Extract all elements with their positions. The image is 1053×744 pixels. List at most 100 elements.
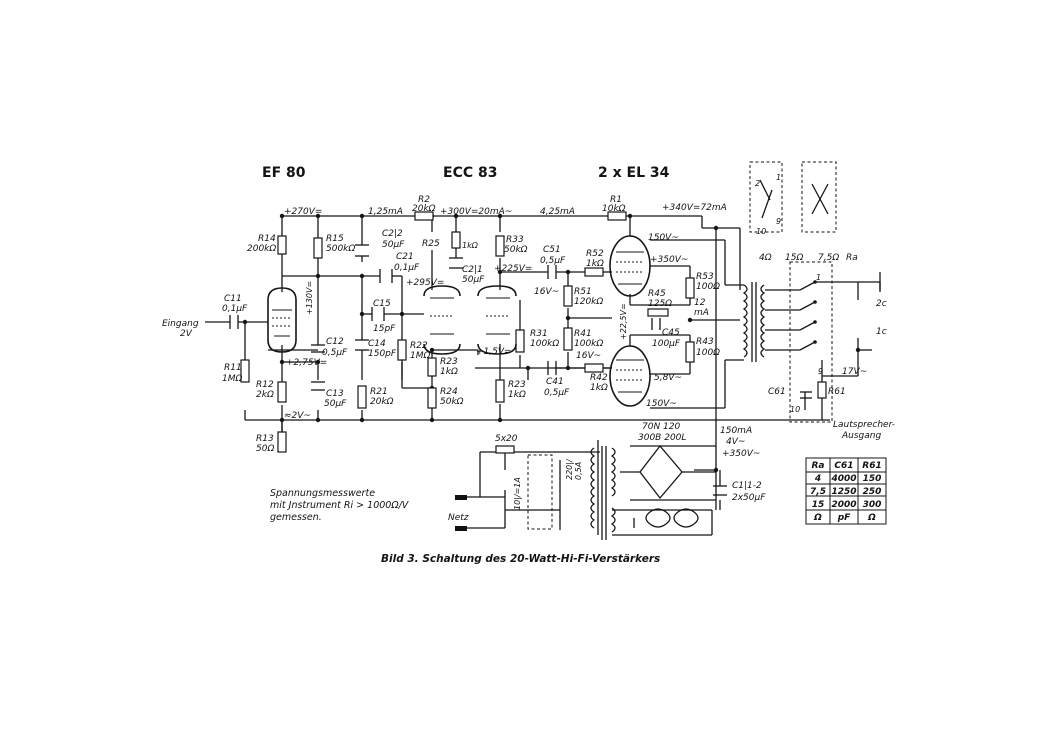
tube-ef80 — [267, 287, 297, 353]
resistor-r15 — [313, 237, 323, 259]
label: 7,5Ω — [818, 253, 839, 263]
fuse — [495, 445, 515, 454]
label: 17V~ — [842, 367, 867, 377]
resistor-r25 — [451, 231, 461, 249]
label: 50μF — [324, 399, 347, 409]
label: 0,5μF — [322, 348, 348, 358]
label: R12 — [256, 380, 274, 390]
label: +22,5V= — [619, 303, 628, 340]
label: 50Ω — [256, 444, 274, 454]
label: 200kΩ — [247, 244, 276, 254]
table-cell: 300 — [863, 500, 882, 510]
label: 1kΩ — [586, 259, 604, 269]
value-table: Ra C61 R61 4 4000 150 7,5 1250 250 15 20… — [805, 457, 887, 525]
label: 0,5μF — [544, 388, 570, 398]
measurement-note-line1: Spannungsmesswerte — [270, 488, 375, 499]
label: R45 — [648, 289, 666, 299]
resistor-r31 — [515, 329, 525, 353]
label: +300V=20mA~ — [440, 207, 512, 217]
table-cell: Ω — [867, 513, 876, 523]
label: R25 — [422, 239, 440, 249]
capacitor-c51 — [547, 265, 557, 279]
label: C2|2 — [382, 229, 403, 239]
label: 4V~ — [726, 437, 745, 447]
label: 50kΩ — [504, 245, 528, 255]
resistor-r24 — [427, 387, 437, 409]
capacitor-c41 — [547, 361, 557, 375]
label: 4Ω — [759, 253, 772, 263]
label: 1kΩ — [440, 367, 458, 377]
label-speaker: Ausgang — [841, 431, 881, 441]
resistor-r51 — [563, 285, 573, 307]
label: 150V~ — [646, 399, 677, 409]
capacitor-c21 — [379, 269, 393, 283]
mains-plug — [455, 495, 467, 531]
label: 220|/ — [565, 458, 574, 480]
label: 150pF — [368, 349, 397, 359]
label: R31 — [530, 329, 548, 339]
label: 1kΩ — [590, 383, 608, 393]
label: C15 — [373, 299, 391, 309]
capacitor-c21-elko — [449, 257, 463, 269]
table-cell: pF — [837, 513, 851, 523]
table-cell: 4000 — [830, 474, 856, 484]
resistor-r2 — [414, 211, 434, 221]
label: 125Ω — [648, 299, 672, 309]
resistor-r33 — [495, 235, 505, 257]
label: 300B 200L — [638, 433, 686, 443]
resistors — [240, 211, 827, 454]
label: 150V~ — [648, 233, 679, 243]
label: C45 — [662, 328, 680, 338]
label: +295V= — [406, 278, 444, 288]
label: mA — [694, 308, 709, 318]
label: +350V~ — [650, 255, 688, 265]
label: R1 — [610, 195, 622, 205]
capacitor-c22 — [355, 244, 369, 257]
label: 1,25mA — [368, 207, 403, 217]
label: R43 — [696, 337, 714, 347]
resistor-r23b — [495, 379, 505, 403]
measurement-note-line3: gemessen. — [270, 512, 322, 523]
label: 120kΩ — [574, 297, 603, 307]
label: 500kΩ — [326, 244, 355, 254]
component-labels: +270V= 1,25mA R2 20kΩ +300V=20mA~ 4,25mA… — [162, 173, 895, 523]
label: +350V~ — [722, 449, 760, 459]
label: R14 — [258, 234, 276, 244]
capacitor-c11-psu — [713, 485, 727, 496]
label: 9 — [776, 217, 781, 226]
resistor-r1 — [607, 211, 627, 221]
label: 10kΩ — [602, 204, 626, 214]
label: 100Ω — [696, 282, 720, 292]
capacitor-c15 — [371, 307, 385, 321]
label: 10 — [790, 405, 800, 414]
table-cell: 4 — [814, 474, 821, 484]
table-header-ra: Ra — [811, 461, 824, 471]
label: R15 — [326, 234, 344, 244]
label: 15Ω — [785, 253, 803, 263]
resistor-r61 — [817, 381, 827, 399]
resistor-r14 — [277, 235, 287, 255]
tube-title-el34: 2 x EL 34 — [598, 165, 670, 181]
label: R11 — [224, 363, 242, 373]
label: +225V= — [494, 264, 532, 274]
power-transformer — [527, 446, 699, 540]
table-cell: 250 — [863, 487, 882, 497]
label: C11 — [224, 294, 242, 304]
label: 4,25mA — [540, 207, 575, 217]
label: C12 — [326, 337, 344, 347]
capacitors — [229, 244, 812, 496]
junction-dots — [242, 213, 861, 473]
label: 1MΩ — [222, 374, 242, 384]
label: R23 — [508, 380, 526, 390]
resistor-r41 — [563, 327, 573, 351]
label: 50kΩ — [440, 397, 464, 407]
label: ≈2V~ — [284, 411, 311, 421]
label: 1c — [876, 327, 887, 337]
label: 2kΩ — [256, 390, 274, 400]
wiring — [205, 215, 881, 536]
capacitor-c61 — [800, 391, 812, 399]
resistor-r52 — [584, 267, 604, 277]
label: +270V= — [284, 207, 322, 217]
resistor-r22 — [397, 339, 407, 361]
